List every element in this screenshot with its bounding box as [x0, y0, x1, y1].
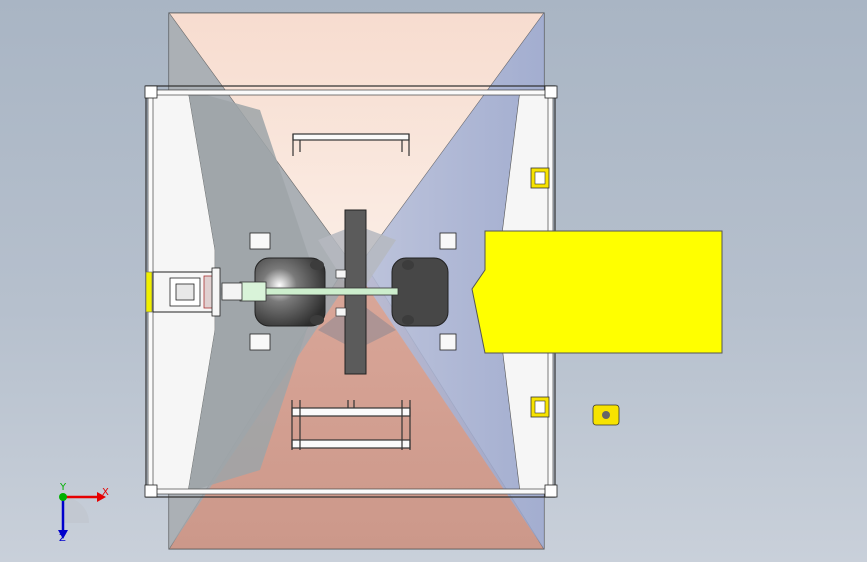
lower-bracket: [291, 400, 411, 450]
x-axis-label: X: [102, 487, 109, 498]
sensor-loose: [592, 404, 620, 426]
right-drum: [391, 257, 449, 327]
y-axis-marker: [59, 493, 67, 501]
yellow-block: [471, 230, 723, 354]
y-axis-label: Y: [59, 482, 67, 493]
z-axis-label: Z: [59, 533, 66, 544]
sensor-bottom: [530, 396, 550, 418]
fittings: [310, 260, 414, 325]
upper-bracket: [292, 133, 410, 156]
motor-unit: [145, 267, 221, 317]
clamp-blocks: [249, 232, 457, 351]
coordinate-triad: X Y Z: [58, 482, 109, 544]
sensor-top: [530, 167, 550, 189]
drive-shaft: [221, 269, 399, 317]
